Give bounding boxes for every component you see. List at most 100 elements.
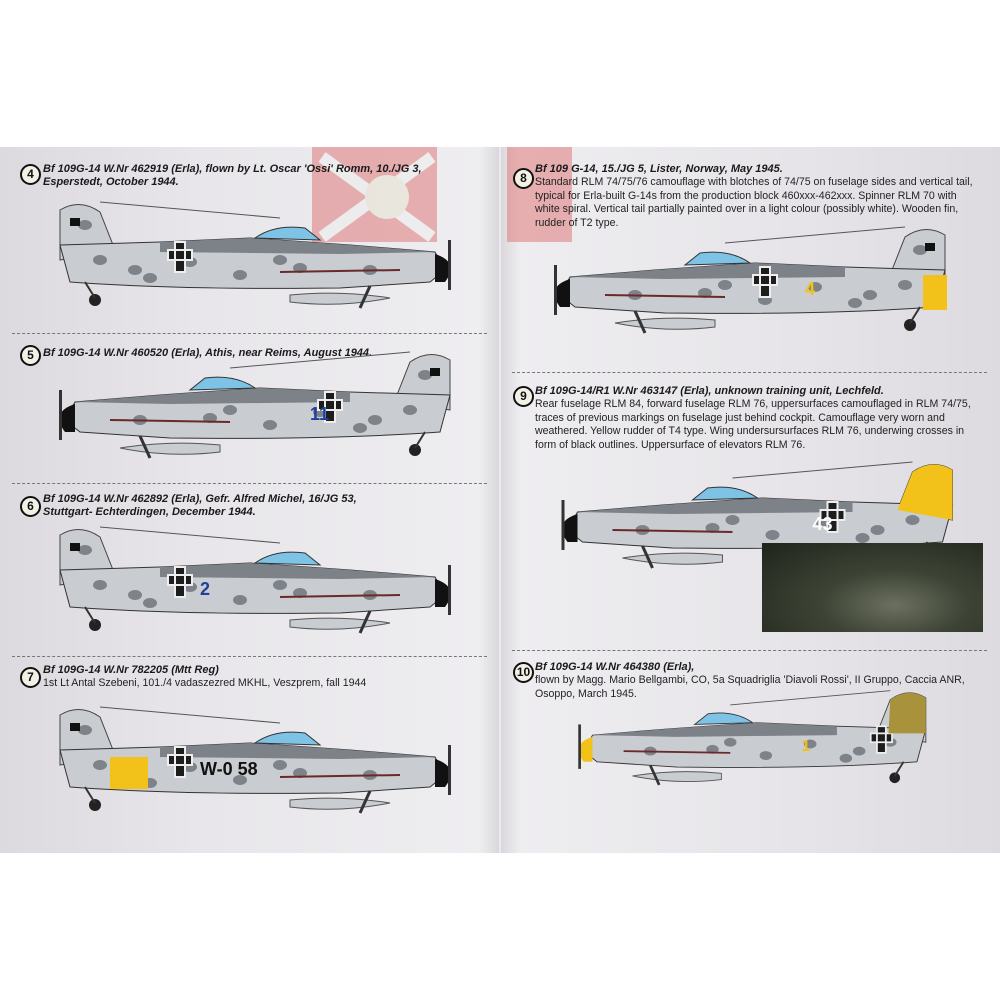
exhaust-stain <box>623 750 731 754</box>
exhaust-stain <box>279 774 401 778</box>
antenna-wire <box>99 201 281 219</box>
spinner <box>554 279 570 307</box>
balkenkreuz-icon <box>752 266 778 298</box>
propeller <box>448 240 451 290</box>
camo-blotch <box>143 273 157 283</box>
drop-tank <box>289 617 391 630</box>
tail-wheel <box>89 619 101 631</box>
camo-blotch <box>852 746 866 756</box>
camo-blotch <box>203 413 217 423</box>
propeller <box>448 565 451 615</box>
caption-title: Bf 109G-14 W.Nr 782205 (Mtt Reg) <box>43 664 219 676</box>
main-gear <box>649 764 661 786</box>
camo-blotch <box>273 760 287 770</box>
antenna-wire <box>229 351 411 369</box>
main-gear <box>358 610 372 634</box>
antenna-wire <box>99 526 281 544</box>
camo-blotch <box>839 753 853 763</box>
spinner <box>59 404 75 432</box>
upper-camouflage <box>160 743 435 759</box>
camo-blotch <box>804 739 817 749</box>
camo-blotch <box>273 580 287 590</box>
camo-blotch <box>368 415 382 425</box>
camo-blotch <box>78 220 92 230</box>
aircraft-profile-8: 4 <box>554 226 947 334</box>
exhaust-stain <box>604 294 726 298</box>
balkenkreuz-icon <box>167 746 193 778</box>
fuselage-code: 43 <box>813 514 833 534</box>
camo-blotch <box>93 580 107 590</box>
camo-blotch <box>293 588 307 598</box>
camo-blotch <box>724 737 737 747</box>
tail-strut <box>84 281 96 299</box>
spinner <box>561 514 578 542</box>
tail-strut <box>893 761 905 777</box>
caption-8: Bf 109 G-14, 15./JG 5, Lister, Norway, M… <box>535 163 975 230</box>
antenna-wire <box>730 690 891 706</box>
spinner <box>435 759 451 787</box>
tail-marking-icon <box>430 368 440 376</box>
caption-title: Bf 109G-14 W.Nr 462892 (Erla), Gefr. Alf… <box>43 493 357 518</box>
tail-wheel <box>89 294 101 306</box>
exhaust-stain <box>612 529 733 533</box>
antenna-wire <box>724 226 906 244</box>
aircraft-profile-5: 11 <box>59 351 451 459</box>
camo-blotch <box>808 282 822 292</box>
yellow-code-panel <box>110 757 148 789</box>
balkenkreuz-icon <box>167 566 193 598</box>
aircraft-profile-4 <box>59 201 451 309</box>
canopy <box>253 731 322 746</box>
fuselage-code: W-0 58 <box>200 759 258 779</box>
propeller <box>59 390 62 440</box>
caption-title: Bf 109G-14 W.Nr 462919 (Erla), flown by … <box>43 163 422 188</box>
unit-flag-emblem <box>312 147 572 242</box>
tail-strut <box>909 306 921 324</box>
caption-title: Bf 109G-14/R1 W.Nr 463147 (Erla), unknow… <box>535 385 884 397</box>
camo-blotch <box>765 530 780 540</box>
aircraft-group <box>578 690 927 786</box>
caption-description: Standard RLM 74/75/76 camouflage with bl… <box>535 176 973 229</box>
canopy <box>683 251 752 266</box>
fuselage-code: 11 <box>310 404 329 424</box>
reference-photo <box>762 543 983 632</box>
profile-number-9: 9 <box>513 386 534 407</box>
antenna-wire <box>99 706 281 724</box>
caption-description: flown by Magg. Mario Bellgambi, CO, 5a S… <box>535 674 965 700</box>
profile-number-8: 8 <box>513 168 534 189</box>
camo-blotch <box>403 405 417 415</box>
divider <box>512 650 987 651</box>
camo-blotch <box>293 768 307 778</box>
caption-4: Bf 109G-14 W.Nr 462919 (Erla), flown by … <box>43 163 463 189</box>
aircraft-group <box>59 201 451 309</box>
profile-number-7: 7 <box>20 667 41 688</box>
camo-blotch <box>78 725 92 735</box>
tail-marking-icon <box>70 723 80 731</box>
upper-camouflage <box>592 722 837 737</box>
camo-blotch <box>263 420 277 430</box>
tail-strut <box>84 786 96 804</box>
canopy <box>691 486 760 501</box>
camo-blotch <box>863 290 877 300</box>
caption-title: Bf 109G-14 W.Nr 464380 (Erla), <box>535 661 695 673</box>
tail-strut <box>414 431 426 449</box>
tail-strut <box>84 606 96 624</box>
main-gear <box>358 790 372 814</box>
camo-blotch <box>759 751 773 760</box>
fuselage-code: 4 <box>805 279 815 299</box>
camo-blotch <box>698 288 712 298</box>
exhaust-stain <box>109 419 231 423</box>
upper-camouflage <box>160 563 435 579</box>
page-fold <box>498 147 502 853</box>
exhaust-stain <box>279 594 401 598</box>
drop-tank <box>289 292 391 305</box>
camo-blotch <box>233 270 247 280</box>
profile-number-4: 4 <box>20 164 41 185</box>
balkenkreuz-icon <box>869 725 893 754</box>
camo-blotch <box>273 255 287 265</box>
camo-blotch <box>706 744 719 754</box>
camo-blotch <box>905 515 920 525</box>
main-gear <box>138 435 152 459</box>
camo-blotch <box>848 298 862 308</box>
camo-blotch <box>223 405 237 415</box>
spinner <box>435 254 451 282</box>
